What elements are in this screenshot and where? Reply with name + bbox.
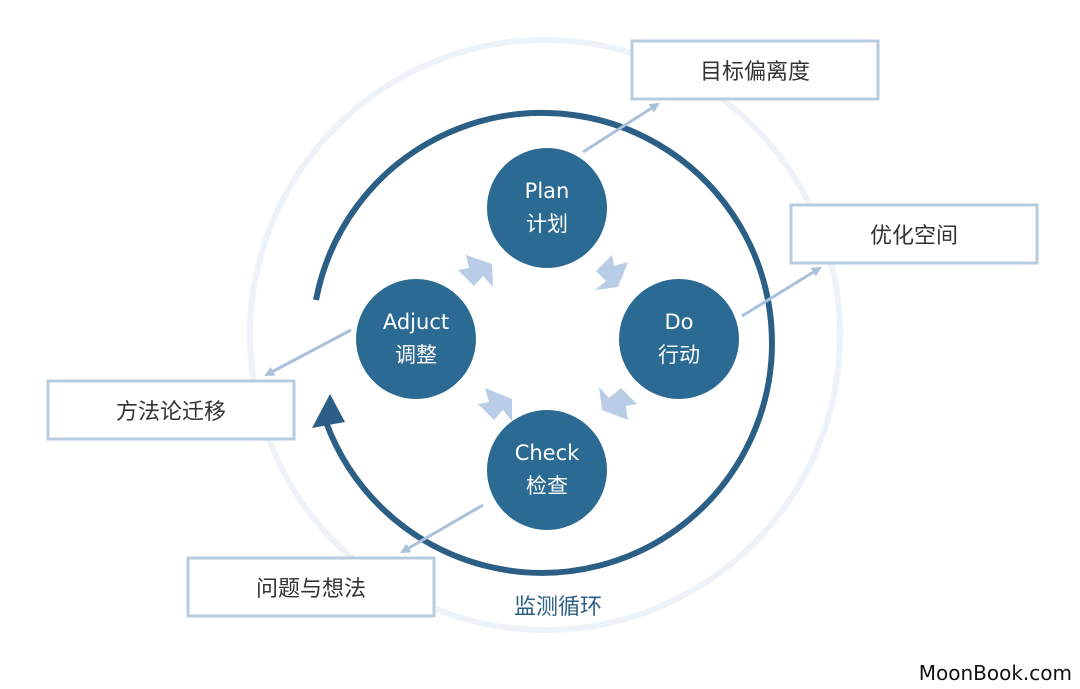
adjust-output-box: 方法论迁移 xyxy=(46,379,296,441)
adjust-to-plan-arrow xyxy=(458,255,493,287)
monitoring-cycle-arc xyxy=(313,109,775,576)
plan-output-box: 目标偏离度 xyxy=(630,39,880,101)
plan-node: Plan 计划 xyxy=(487,148,607,268)
check-output-box: 问题与想法 xyxy=(186,556,436,618)
plan-connector xyxy=(582,102,660,154)
check-connector xyxy=(400,503,484,554)
check-to-adjust-arrow xyxy=(478,388,512,421)
do-to-check-arrow xyxy=(599,387,637,420)
plan-label-zh: 计划 xyxy=(526,212,568,236)
watermark: MoonBook.com xyxy=(918,661,1072,685)
do-connector xyxy=(741,266,822,318)
do-output-box: 优化空间 xyxy=(789,203,1039,265)
check-node: Check 检查 xyxy=(487,410,607,530)
plan-output-label: 目标偏离度 xyxy=(700,60,810,85)
check-label-en: Check xyxy=(515,441,580,465)
check-output-label: 问题与想法 xyxy=(256,577,366,602)
adjust-connector xyxy=(264,328,352,377)
background-ring xyxy=(247,37,843,633)
plan-to-do-arrow xyxy=(595,255,628,290)
cycle-label: 监测循环 xyxy=(514,595,602,620)
do-label-zh: 行动 xyxy=(658,343,700,367)
cycle-arrow-head xyxy=(312,394,345,428)
adjust-node: Adjuct 调整 xyxy=(356,279,476,399)
check-label-zh: 检查 xyxy=(526,474,568,498)
do-label-en: Do xyxy=(664,310,693,334)
do-output-label: 优化空间 xyxy=(870,224,958,249)
adjust-output-label: 方法论迁移 xyxy=(116,400,226,425)
do-node: Do 行动 xyxy=(619,279,739,399)
adjust-label-zh: 调整 xyxy=(395,343,437,367)
plan-label-en: Plan xyxy=(525,179,570,203)
adjust-label-en: Adjuct xyxy=(383,310,449,334)
